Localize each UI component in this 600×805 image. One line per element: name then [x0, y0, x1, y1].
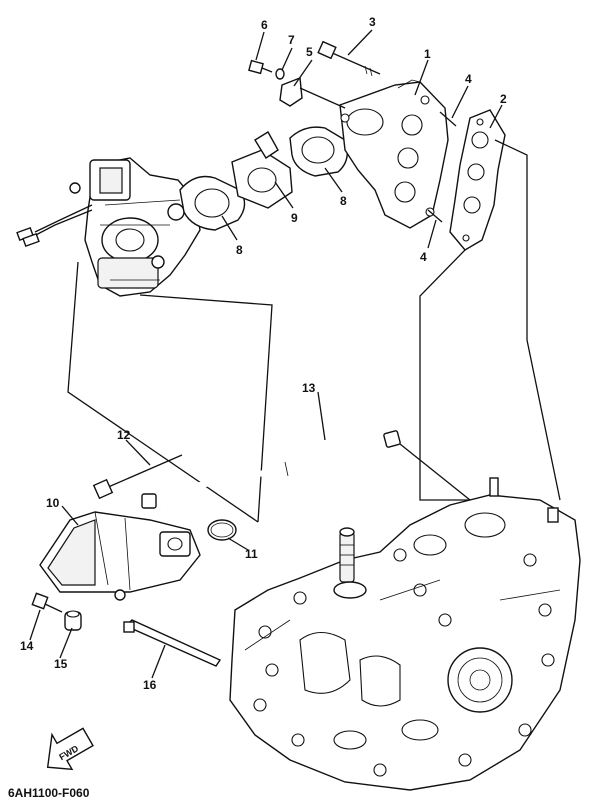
callout-16: 16 — [143, 678, 157, 692]
callout-14: 14 — [20, 639, 34, 653]
screw-6 — [248, 59, 273, 75]
callout-8-right: 8 — [340, 194, 347, 208]
fwd-arrow-icon: FWD — [46, 727, 94, 771]
tie-band-16 — [123, 619, 222, 667]
stud-4-lower — [427, 209, 443, 223]
callout-4-lower: 4 — [420, 250, 427, 264]
gasket-8-left — [179, 175, 246, 231]
callout-3: 3 — [369, 15, 376, 29]
gasket-2 — [449, 109, 506, 251]
carburetor — [16, 157, 201, 297]
callout-6: 6 — [261, 18, 268, 32]
grommet-15 — [64, 610, 82, 631]
intake-holder-9 — [231, 131, 293, 209]
stud-4-upper — [439, 111, 457, 127]
intake-manifold-1 — [339, 79, 449, 229]
callout-9: 9 — [291, 211, 298, 225]
bolt-3 — [317, 40, 381, 77]
callout-12: 12 — [117, 428, 131, 442]
callout-4-upper: 4 — [465, 72, 472, 86]
callout-13: 13 — [302, 381, 316, 395]
crankcase — [229, 477, 581, 791]
figure-code: 6AH1100-F060 — [8, 786, 90, 800]
assembly-reference-lines — [67, 87, 561, 523]
callout-1: 1 — [424, 47, 431, 61]
callout-8-left: 8 — [236, 243, 243, 257]
o-ring-11 — [207, 519, 237, 541]
callout-7: 7 — [288, 33, 295, 47]
callout-15: 15 — [54, 657, 68, 671]
callout-11: 11 — [245, 547, 258, 561]
silencer-10 — [39, 511, 201, 601]
bolt-12 — [92, 454, 183, 500]
gasket-8-right — [289, 126, 348, 177]
callout-leaders — [29, 29, 503, 679]
hose-13 — [141, 430, 401, 532]
callout-10: 10 — [46, 496, 60, 510]
screw-14 — [31, 592, 63, 613]
callout-2: 2 — [500, 92, 507, 106]
callout-5: 5 — [306, 45, 313, 59]
washer-7 — [275, 68, 285, 80]
clip-5 — [279, 77, 303, 107]
